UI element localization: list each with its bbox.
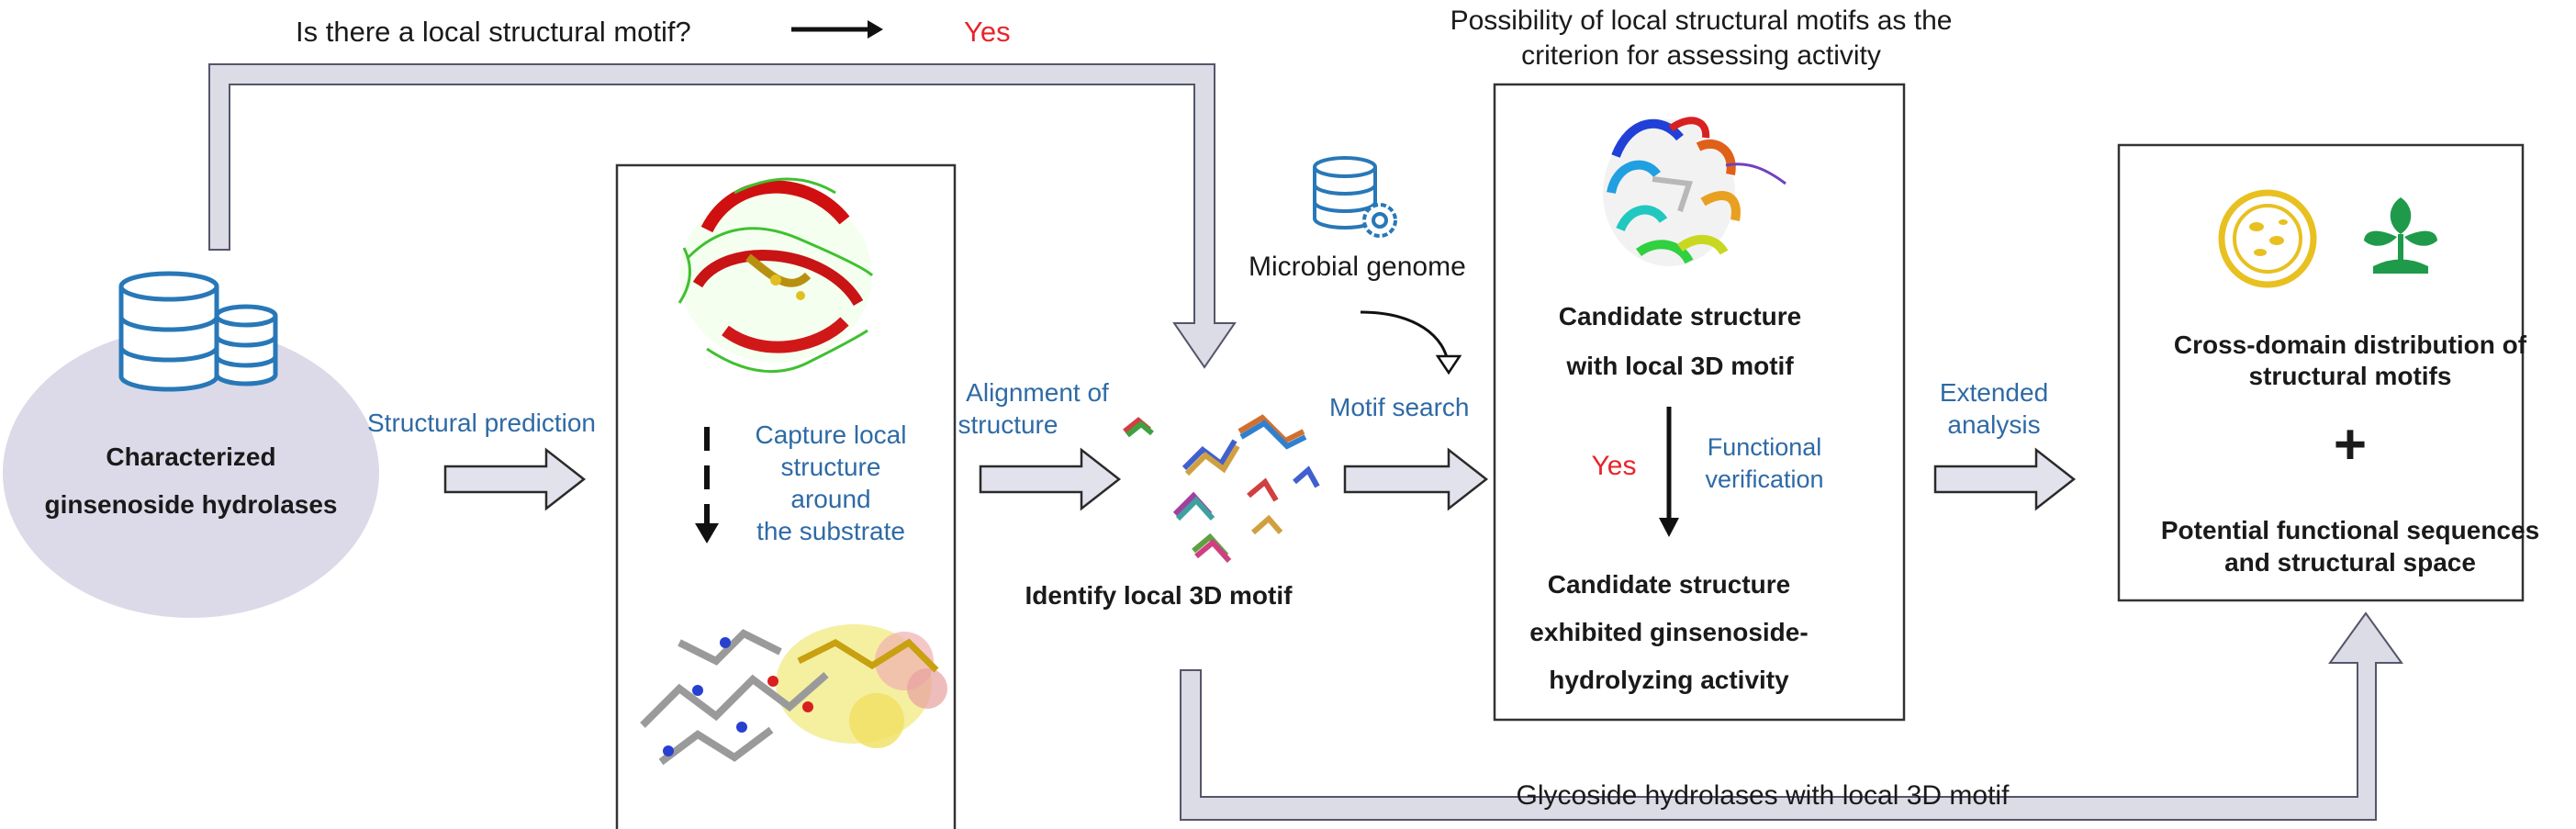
microbial-genome-label: Microbial genome <box>1249 252 1466 282</box>
source-label-line-1: Characterized <box>106 443 275 471</box>
aligned-motif-image <box>1123 414 1320 564</box>
outcome-line-3: Potential functional sequences <box>2161 516 2539 544</box>
down-arrow-icon <box>1659 407 1679 537</box>
outcome-line-4: and structural space <box>2224 548 2476 577</box>
result-line-2: exhibited ginsenoside- <box>1529 618 1808 646</box>
curved-down-arrow-icon <box>1360 310 1462 375</box>
functional-line-2: verification <box>1705 465 1823 493</box>
database-icon <box>118 271 278 392</box>
question-answer-yes: Yes <box>964 16 1011 48</box>
motif-search-label: Motif search <box>1329 393 1470 421</box>
database-gear-icon <box>1313 156 1397 238</box>
arrow-to-candidate <box>1343 447 1489 511</box>
candidate-line-2: with local 3D motif <box>1565 352 1794 380</box>
outcome-line-1: Cross-domain distribution of <box>2174 330 2527 359</box>
possibility-line-1: Possibility of local structural motifs a… <box>1450 6 1953 36</box>
possibility-line-2: criterion for assessing activity <box>1521 40 1881 71</box>
candidate-yes: Yes <box>1592 451 1637 481</box>
alignment-line-2: structure <box>958 410 1058 439</box>
substrate-pocket-image <box>640 624 947 766</box>
outcome-box <box>2117 143 2525 602</box>
candidate-structure-image <box>1603 117 1786 266</box>
result-line-1: Candidate structure <box>1548 570 1791 599</box>
dashed-down-arrow-icon <box>695 427 719 543</box>
extended-line-2: analysis <box>1947 410 2040 439</box>
glycoside-band-bottom <box>1180 611 2403 821</box>
right-arrow-icon <box>791 20 883 39</box>
plant-sprout-icon <box>2364 197 2437 274</box>
extended-line-1: Extended <box>1940 378 2048 407</box>
capture-line-4: the substrate <box>756 517 905 545</box>
petri-dish-icon <box>2218 189 2317 288</box>
capture-line-1: Capture local <box>756 420 907 449</box>
arrow-to-identify <box>979 447 1122 511</box>
structural-prediction-label: Structural prediction <box>367 409 596 437</box>
protein-ribbon-image <box>678 177 874 374</box>
outcome-line-2: structural motifs <box>2249 362 2452 390</box>
source-ellipse <box>3 328 379 618</box>
arrow-to-capture <box>443 447 587 511</box>
arrow-to-outcome <box>1933 447 2077 511</box>
motif-question: Is there a local structural motif? <box>296 16 691 48</box>
glycoside-label: Glycoside hydrolases with local 3D motif <box>1517 780 2010 811</box>
outcome-plus: + <box>2334 413 2367 476</box>
capture-line-2: structure <box>781 453 881 481</box>
capture-line-3: around <box>790 485 870 513</box>
functional-line-1: Functional <box>1708 433 1822 461</box>
alignment-line-1: Alignment of <box>966 378 1109 407</box>
feedback-band-top <box>208 63 1237 369</box>
identify-motif-label: Identify local 3D motif <box>1025 581 1294 610</box>
candidate-line-1: Candidate structure <box>1559 302 1802 330</box>
source-label-line-2: ginsenoside hydrolases <box>45 490 338 519</box>
result-line-3: hydrolyzing activity <box>1549 666 1789 694</box>
